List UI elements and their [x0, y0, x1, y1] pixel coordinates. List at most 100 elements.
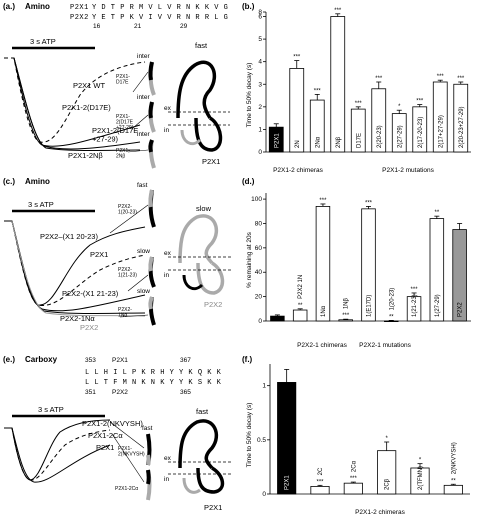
- arrow: [127, 274, 149, 292]
- receptor-topology: [178, 214, 225, 295]
- significance-label: **: [434, 210, 439, 216]
- y-tick-label: 0: [258, 149, 262, 156]
- significance-label: ***: [342, 313, 350, 319]
- panel-f: (f.) Time to 50% decay (s) P2X1-2 chimer…: [240, 350, 477, 518]
- atp-label: 3 s ATP: [38, 405, 64, 414]
- segment-black: [146, 469, 151, 485]
- category-label: P2X1: [285, 475, 291, 490]
- segment-gray: [146, 454, 151, 466]
- intracellular-label: in: [164, 272, 169, 279]
- category-label: 1(20-23): [389, 288, 395, 311]
- extracellular-label: ex: [164, 250, 172, 257]
- arrow: [119, 314, 149, 318]
- category-label: 2Cα: [351, 460, 357, 472]
- significance-label: ***: [316, 479, 324, 485]
- significance-label: **: [451, 478, 456, 484]
- chart-f: (f.) Time to 50% decay (s) P2X1-2 chimer…: [242, 355, 470, 516]
- panel-a-figure: (a.) Amino P2X1 Y D T P R M V L V R N K …: [3, 2, 230, 169]
- bar: [292, 309, 308, 322]
- speed-label: slow: [137, 288, 150, 295]
- atp-label: 3 s ATP: [28, 200, 54, 209]
- trace-label: P2X1-2(D17E): [62, 103, 111, 112]
- seq-row-sequence: Y D T P R M V L V R N K K V G: [92, 4, 228, 12]
- y-tick-label: 8: [258, 9, 262, 16]
- inter-label: inter: [137, 94, 150, 101]
- construct-label: P2X1-2Nβ: [116, 148, 130, 160]
- arrow: [109, 204, 149, 234]
- y-tick-label: 100: [251, 196, 262, 203]
- category-label: P2X1: [275, 297, 281, 312]
- category-label: 2Cβ: [385, 478, 391, 490]
- y-tick-label: 2: [258, 104, 262, 111]
- receptor-nterm: [182, 274, 204, 291]
- construct-label: P2X1-2(NKVYSH): [118, 446, 145, 458]
- category-label: D17E: [356, 133, 362, 148]
- seq-row-name: P2X1: [70, 4, 89, 12]
- panel-e-label: (e.): [3, 355, 15, 364]
- group-label: P2X2-1 chimeras: [297, 342, 348, 349]
- intracellular-label: in: [164, 127, 169, 134]
- segment-black: [148, 61, 154, 81]
- category-label: 2(20-23+27-29): [459, 106, 465, 148]
- y-tick-label: 5: [258, 36, 262, 43]
- seq-row-name: P2X1: [112, 357, 128, 364]
- category-label: 2Nα: [315, 136, 321, 148]
- seq-number: 367: [180, 357, 191, 364]
- seq-row-sequence: Y E T P K V I V V R N R R L G: [92, 14, 228, 22]
- y-tick-label: 0.5: [257, 437, 266, 444]
- panel-d: (d.) % remaining at 20s P2X2-1 chimeras …: [240, 175, 477, 350]
- category-label: 2(TFMN): [418, 466, 424, 490]
- group-label: P2X1-2 chimeras: [273, 167, 324, 174]
- y-tick-label: 0: [262, 491, 266, 498]
- y-tick-label: 6: [258, 14, 262, 21]
- seq-number: 29: [180, 23, 188, 30]
- significance-label: ***: [416, 99, 424, 105]
- speed-label: slow: [196, 204, 212, 213]
- arrow: [127, 149, 149, 153]
- category-label: 1(21-23): [412, 294, 418, 317]
- y-tick-label: 40: [255, 269, 263, 276]
- seq-number: 16: [93, 23, 101, 30]
- significance-label: ***: [293, 55, 301, 61]
- trace-label: P2X1: [96, 443, 114, 452]
- bar: [384, 320, 399, 323]
- category-label: P2X2: [458, 302, 464, 317]
- inter-label: inter: [137, 53, 150, 60]
- speed-label: fast: [195, 41, 208, 50]
- seq-number: 351: [85, 389, 96, 396]
- group-label: P2X1-2 chimeras: [355, 509, 406, 516]
- extracellular-label: ex: [164, 455, 172, 462]
- bar: [338, 319, 353, 322]
- significance-label: ***: [314, 88, 322, 94]
- trace-p2x1: [11, 220, 146, 306]
- panel-e: (e.) Carboxy 353 P2X1 367 L L H I L P K …: [0, 350, 240, 518]
- category-label: 2(17-20-23): [418, 117, 424, 148]
- intracellular-label: in: [164, 476, 169, 483]
- receptor-label: P2X1: [202, 157, 220, 166]
- seq-number: 353: [85, 357, 96, 364]
- seq-row-name: P2X2: [70, 14, 89, 22]
- trace-label: P2X1-2Nβ: [68, 151, 103, 160]
- receptor-nterm: [180, 129, 202, 146]
- trace-label: P2X1-2(D17E+27-29): [92, 126, 138, 143]
- seq-row-name: P2X2: [112, 389, 128, 396]
- trace-p2x1-wt: [4, 57, 146, 143]
- construct-label: P2X2-1(21-23): [118, 267, 137, 279]
- significance-label: ***: [365, 200, 373, 206]
- construct-label: P2X1-D17E: [116, 74, 130, 86]
- bar: [315, 206, 331, 322]
- chart-d: (d.) % remaining at 20s P2X2-1 chimeras …: [242, 177, 471, 349]
- trace-nkvysh: [4, 419, 111, 481]
- bar: [330, 16, 346, 153]
- inter-label: inter: [137, 131, 150, 138]
- bar: [310, 486, 330, 495]
- trace-label: P2X1 WT: [73, 81, 106, 90]
- bar: [343, 482, 363, 495]
- category-label: 2(27-29): [397, 125, 403, 148]
- y-axis-label: Time to 50% decay (s): [246, 403, 253, 468]
- y-axis-label: % remaining at 20s: [246, 231, 253, 287]
- panel-e-figure: (e.) Carboxy 353 P2X1 367 L L H I L P K …: [3, 355, 232, 512]
- chart-b: (b.) Time to 50% decay (s) P2X1-2 chimer…: [242, 2, 471, 174]
- panel-c: (c.) Amino 3 s ATP P2X2–(X1 20-23) P2X1 …: [0, 175, 240, 350]
- y-tick-label: 1: [258, 126, 262, 133]
